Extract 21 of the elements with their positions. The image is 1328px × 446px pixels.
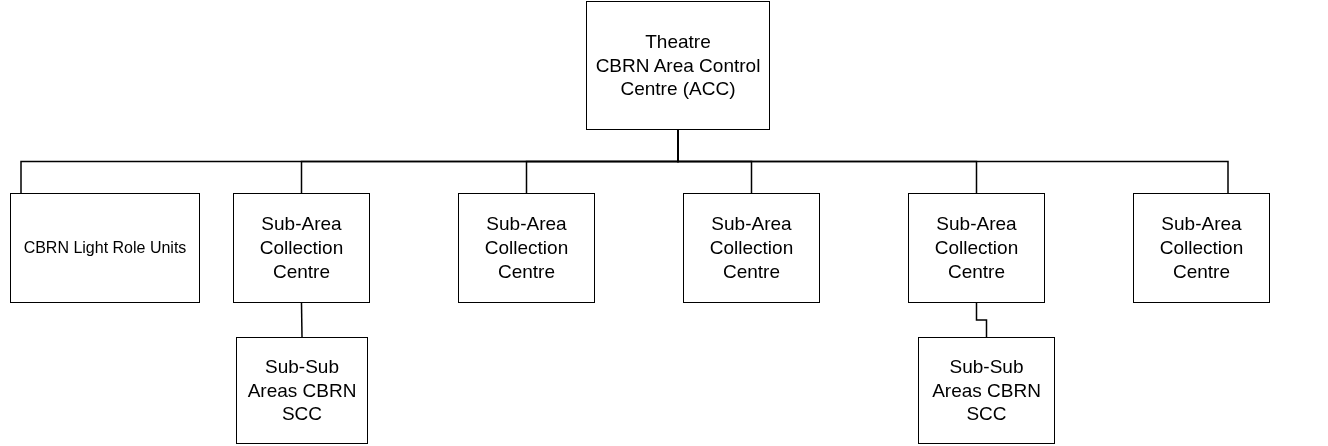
box-label: Theatre (645, 29, 711, 54)
box-label: Sub-Sub Areas CBRN SCC (246, 354, 358, 427)
org-box (918, 337, 1055, 444)
org-box (458, 193, 595, 303)
box-label: Sub-Area Collection Centre (933, 212, 1020, 284)
box-label: CBRN Light Role Units (23, 238, 187, 258)
connector-line (300, 302, 303, 338)
box-label: Sub-Sub Areas CBRN SCC (931, 354, 1042, 427)
org-box (908, 193, 1045, 303)
box-label: Sub-Area Collection Centre (258, 212, 345, 284)
connector-line (975, 302, 988, 338)
org-box (233, 193, 370, 303)
box-label: CBRN Area Control Centre (ACC) (594, 53, 762, 102)
box-label: Sub-Area Collection Centre (708, 212, 795, 284)
org-box (236, 337, 368, 444)
org-box (586, 1, 770, 130)
org-box (1133, 193, 1270, 303)
org-box (10, 193, 200, 303)
box-label: Sub-Area Collection Centre (483, 212, 570, 284)
org-box (683, 193, 820, 303)
box-label: Sub-Area Collection Centre (1158, 212, 1245, 284)
